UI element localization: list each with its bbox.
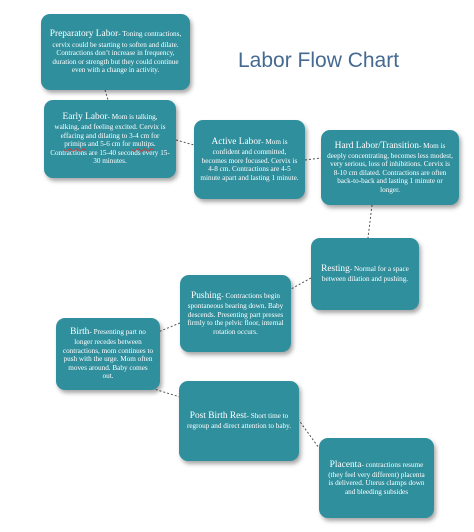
spellcheck-word: multips — [132, 140, 154, 149]
node-placenta: Placenta- contractions resume (they feel… — [319, 438, 434, 518]
node-title: Resting — [321, 264, 350, 275]
node-text: Mom is deeply concentrating, becomes les… — [327, 141, 453, 194]
node-resting: Resting- Normal for a space between dila… — [311, 238, 419, 310]
connector-resting-pushing — [290, 277, 312, 290]
node-early-labor: Early Labor- Mom is talking, walking, an… — [44, 100, 176, 178]
node-text: Toning contractions, cervix could be sta… — [52, 30, 182, 75]
connector-transition-resting — [367, 204, 373, 239]
connector-active-transition — [304, 157, 322, 161]
node-title: Birth — [70, 327, 90, 338]
node-text: . Contractions are 15-40 seconds every 1… — [50, 140, 170, 166]
node-text: Mom is confident and committed, becomes … — [200, 137, 299, 182]
connector-preparatory-early — [104, 89, 109, 101]
node-text: contractions resume (they feel very diff… — [328, 460, 425, 496]
node-title: Preparatory Labor — [49, 29, 119, 40]
node-title: Hard Labor/Transition — [334, 140, 419, 151]
node-text: Presenting part no longer recedes betwee… — [62, 328, 154, 381]
node-text: Contractions begin spontaneous bearing d… — [187, 291, 284, 336]
node-post-birth-rest: Post Birth Rest- Short time to regroup a… — [179, 381, 299, 461]
node-text: Mom is talking, walking, and feeling exc… — [54, 113, 166, 140]
node-title: Active Labor — [211, 136, 262, 147]
node-title: Pushing — [191, 290, 222, 301]
node-text: and 5-6 cm for — [86, 140, 133, 149]
node-preparatory-labor: Preparatory Labor- Toning contractions, … — [41, 14, 190, 90]
node-title: Placenta — [329, 459, 362, 470]
node-pushing: Pushing- Contractions begin spontaneous … — [180, 275, 291, 352]
node-text: Normal for a space between dilation and … — [321, 265, 409, 284]
node-title: Post Birth Rest — [189, 411, 247, 422]
node-title: Early Labor — [62, 112, 108, 123]
connector-early-active — [175, 139, 195, 146]
chart-title: Labor Flow Chart — [238, 49, 400, 72]
connector-postbirth-placenta — [297, 418, 320, 449]
node-hard-labor-transition: Hard Labor/Transition- Mom is deeply con… — [321, 130, 459, 205]
node-birth: Birth- Presenting part no longer recedes… — [56, 318, 160, 390]
spellcheck-word: primips — [64, 140, 87, 149]
node-text: Short time to regroup and direct attenti… — [186, 412, 292, 431]
node-active-labor: Active Labor- Mom is confident and commi… — [194, 120, 305, 199]
connector-pushing-birth — [157, 322, 181, 333]
